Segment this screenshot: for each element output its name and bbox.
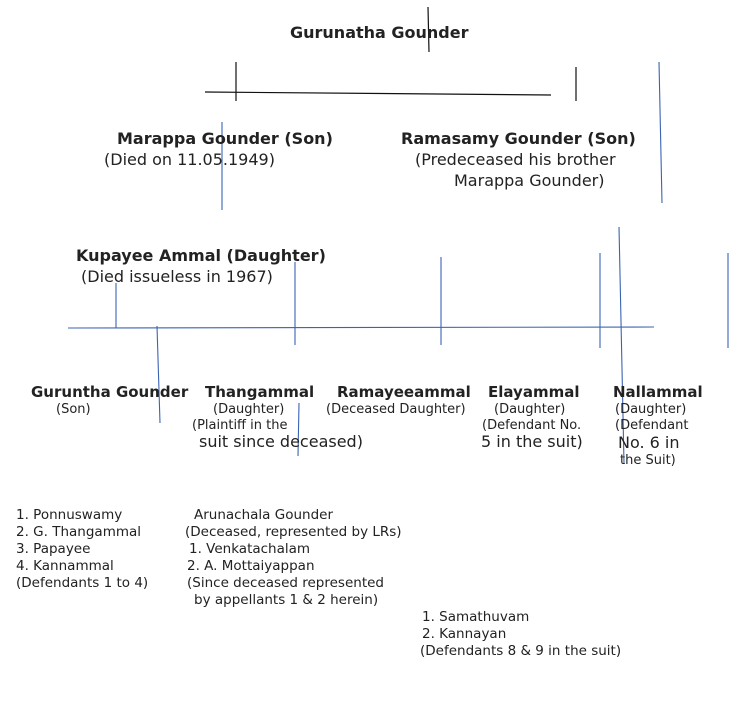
connector-line: [297, 402, 300, 457]
child-note: suit since deceased): [199, 432, 363, 451]
child-note: the Suit): [620, 453, 676, 468]
connector-line: [658, 61, 663, 204]
daughter-note: (Died issueless in 1967): [81, 267, 273, 286]
group1-item: 4. Kannammal: [16, 558, 114, 574]
group3-item: 2. Kannayan: [422, 626, 507, 642]
group2-footer: (Since deceased represented: [187, 575, 384, 591]
group1-item: 3. Papayee: [16, 541, 91, 557]
group1-item: 2. G. Thangammal: [16, 524, 142, 540]
child-relation: (Daughter): [213, 402, 285, 417]
group2-note: (Deceased, represented by LRs): [185, 524, 402, 540]
child-name: Nallammal: [613, 383, 703, 401]
child-relation: (Deceased Daughter): [326, 402, 466, 417]
group3-footer: (Defendants 8 & 9 in the suit): [420, 643, 622, 659]
child-name: Elayammal: [488, 383, 580, 401]
child-note: 5 in the suit): [481, 432, 583, 451]
group2-item: 1. Venkatachalam: [189, 541, 311, 557]
son-note: (Died on 11.05.1949): [104, 150, 275, 169]
child-note: (Defendant: [615, 418, 689, 433]
child-note: No. 6 in: [618, 433, 680, 452]
child-relation: (Son): [56, 402, 91, 417]
son-note: (Predeceased his brother: [415, 150, 616, 169]
son-name: Marappa Gounder (Son): [117, 129, 333, 148]
group1-item: 1. Ponnuswamy: [16, 507, 123, 523]
group2-footer: by appellants 1 & 2 herein): [194, 592, 379, 608]
child-relation: (Daughter): [615, 402, 687, 417]
child-note: (Plaintiff in the: [192, 418, 288, 433]
son-name: Ramasamy Gounder (Son): [401, 129, 636, 148]
child-relation: (Daughter): [494, 402, 566, 417]
connector-line: [427, 6, 430, 53]
child-name: Thangammal: [205, 383, 315, 401]
group3-item: 1. Samathuvam: [422, 609, 530, 625]
group2-name: Arunachala Gounder: [194, 507, 333, 523]
child-name: Guruntha Gounder: [31, 383, 189, 401]
connector-line: [204, 91, 552, 96]
connector-line: [67, 326, 655, 329]
child-note: (Defendant No.: [482, 418, 582, 433]
connector-line: [618, 226, 625, 464]
group2-item: 2. A. Mottaiyappan: [187, 558, 315, 574]
connector-line: [156, 325, 161, 424]
son-note: Marappa Gounder): [454, 171, 605, 190]
group1-footer: (Defendants 1 to 4): [16, 575, 149, 591]
daughter-name: Kupayee Ammal (Daughter): [76, 246, 326, 265]
child-name: Ramayeeammal: [337, 383, 471, 401]
root-name: Gurunatha Gounder: [290, 23, 469, 42]
